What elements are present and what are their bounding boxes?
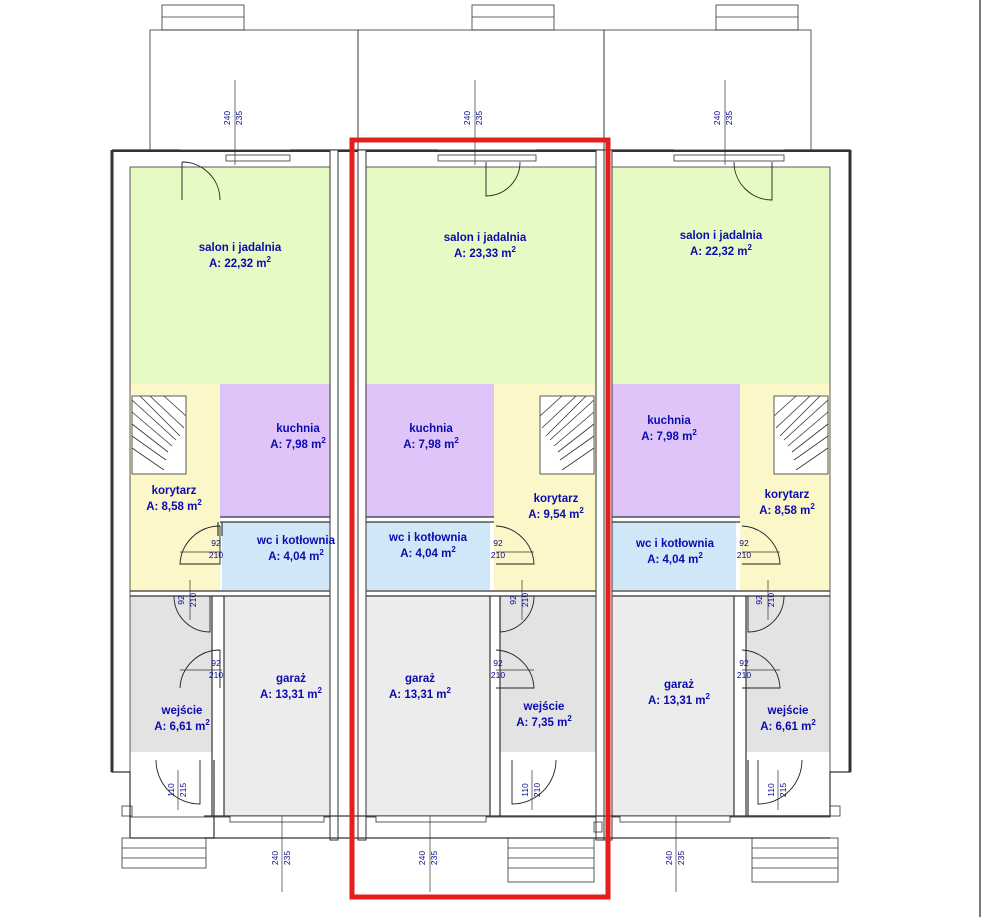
- room-area-living: A: 22,32 m2: [690, 243, 753, 258]
- dimension-front_door-1: 215: [778, 783, 788, 797]
- dimension-entr_door-0: 92: [739, 658, 749, 668]
- stairs: [131, 395, 829, 475]
- dimension-garage_door-0: 240: [270, 851, 280, 865]
- dimension-top-1: 235: [474, 111, 484, 125]
- room-name-living: salon i jadalnia: [680, 230, 763, 242]
- dimension-corr_door-0: 92: [508, 595, 518, 605]
- dimension-wc_door-1: 210: [737, 550, 751, 560]
- dimension-wc_door-1: 210: [209, 550, 223, 560]
- room-name-garage: garaż: [405, 673, 435, 685]
- room-name-kitchen: kuchnia: [647, 415, 691, 427]
- top-terraces: [149, 4, 812, 151]
- dimension-top-0: 240: [222, 111, 232, 125]
- room-area-wc: A: 4,04 m2: [647, 551, 703, 566]
- room-area-corridor: A: 8,58 m2: [759, 502, 815, 517]
- dimension-corr_door-1: 210: [520, 593, 530, 607]
- room-name-kitchen: kuchnia: [409, 423, 453, 435]
- dimension-entr_door-0: 92: [211, 658, 221, 668]
- room-area-garage: A: 13,31 m2: [260, 686, 323, 701]
- room-area-garage: A: 13,31 m2: [648, 692, 711, 707]
- room-area-entrance: A: 6,61 m2: [154, 718, 210, 733]
- dimension-wc_door-0: 92: [493, 538, 503, 548]
- room-name-corridor: korytarz: [152, 485, 197, 497]
- room-name-garage: garaż: [276, 673, 306, 685]
- room-area-entrance: A: 6,61 m2: [760, 718, 816, 733]
- room-name-kitchen: kuchnia: [276, 423, 320, 435]
- room-area-wc: A: 4,04 m2: [268, 548, 324, 563]
- room-area-kitchen: A: 7,98 m2: [641, 428, 697, 443]
- dimension-lines: [177, 80, 780, 892]
- garage-doors: [229, 815, 731, 823]
- front-steps: [121, 759, 841, 883]
- dimension-entr_door-1: 210: [209, 670, 223, 680]
- room-name-living: salon i jadalnia: [199, 242, 282, 254]
- dimension-wc_door-0: 92: [211, 538, 221, 548]
- dimension-top-1: 235: [234, 111, 244, 125]
- dimension-front_door-1: 215: [178, 783, 188, 797]
- room-area-corridor: A: 8,58 m2: [146, 498, 202, 513]
- room-area-living: A: 22,32 m2: [209, 255, 272, 270]
- interior-doors: [173, 525, 785, 689]
- room-name-wc: wc i kotłownia: [256, 535, 336, 547]
- room-name-living: salon i jadalnia: [444, 232, 527, 244]
- dimension-top-0: 240: [712, 111, 722, 125]
- dimension-garage_door-0: 240: [664, 851, 674, 865]
- dimension-corr_door-1: 210: [188, 593, 198, 607]
- room-name-entrance: wejście: [161, 705, 203, 717]
- dimension-top-0: 240: [462, 111, 472, 125]
- dimension-corr_door-0: 92: [754, 595, 764, 605]
- room-name-corridor: korytarz: [534, 493, 579, 505]
- dimension-top-1: 235: [724, 111, 734, 125]
- dimension-garage_door-1: 235: [429, 851, 439, 865]
- room-name-entrance: wejście: [767, 705, 809, 717]
- selected-unit-highlight: [349, 137, 611, 900]
- dimension-corr_door-0: 92: [176, 595, 186, 605]
- room-fills: [130, 167, 830, 816]
- dimension-entr_door-1: 210: [491, 670, 505, 680]
- top-windows: [181, 154, 785, 201]
- dimension-garage_door-0: 240: [417, 851, 427, 865]
- room-area-entrance: A: 7,35 m2: [516, 714, 572, 729]
- dimension-garage_door-1: 235: [282, 851, 292, 865]
- dimension-entr_door-1: 210: [737, 670, 751, 680]
- room-area-kitchen: A: 7,98 m2: [403, 436, 459, 451]
- room-name-wc: wc i kotłownia: [388, 532, 468, 544]
- room-name-garage: garaż: [664, 679, 694, 691]
- room-area-wc: A: 4,04 m2: [400, 545, 456, 560]
- dimension-front_door-0: 110: [520, 783, 530, 797]
- dimension-corr_door-1: 210: [766, 593, 776, 607]
- dimension-front_door-0: 110: [766, 783, 776, 797]
- room-area-corridor: A: 9,54 m2: [528, 506, 584, 521]
- dimension-garage_door-1: 235: [676, 851, 686, 865]
- dimension-wc_door-1: 210: [491, 550, 505, 560]
- room-area-living: A: 23,33 m2: [454, 245, 517, 260]
- room-name-entrance: wejście: [523, 701, 565, 713]
- dimension-wc_door-0: 92: [739, 538, 749, 548]
- dimension-front_door-1: 210: [532, 783, 542, 797]
- dimension-entr_door-0: 92: [493, 658, 503, 668]
- room-name-wc: wc i kotłownia: [635, 538, 715, 550]
- dimension-front_door-0: 110: [166, 783, 176, 797]
- room-area-garage: A: 13,31 m2: [389, 686, 452, 701]
- room-name-corridor: korytarz: [765, 489, 810, 501]
- room-area-kitchen: A: 7,98 m2: [270, 436, 326, 451]
